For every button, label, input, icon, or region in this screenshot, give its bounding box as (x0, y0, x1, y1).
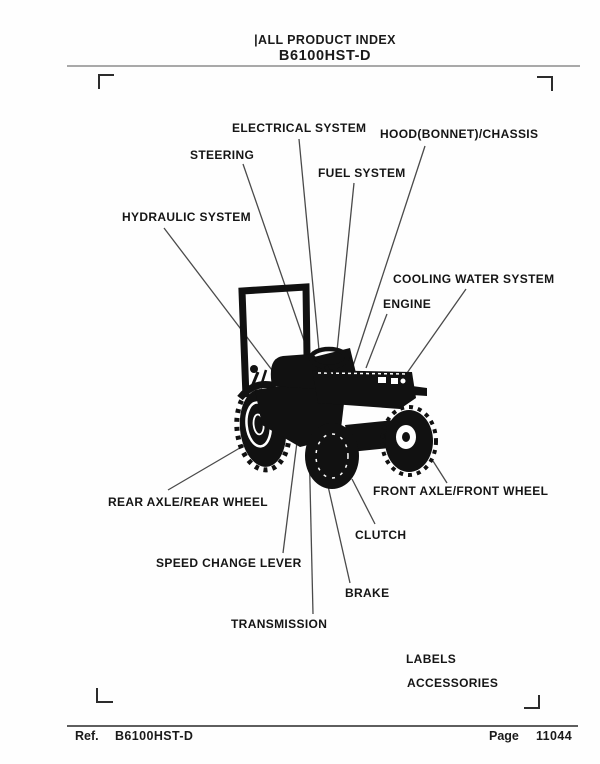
callout-rear-axle-rear-wheel: REAR AXLE/REAR WHEEL (108, 495, 268, 509)
callout-engine: ENGINE (383, 297, 432, 311)
front-wheel-far (380, 405, 438, 477)
callout-cooling-water-system: COOLING WATER SYSTEM (393, 272, 555, 286)
tractor-body (234, 283, 438, 489)
callout-clutch: CLUTCH (355, 528, 407, 542)
callout-electrical-system: ELECTRICAL SYSTEM (232, 121, 367, 135)
callout-labels: LABELS (406, 652, 457, 666)
header-model-code: B6100HST-D (278, 48, 372, 64)
callout-transmission: TRANSMISSION (231, 617, 328, 631)
header-index-title: |ALL PRODUCT INDEX (254, 33, 396, 47)
leader-rear-axle (167, 441, 251, 491)
leader-front-axle (432, 460, 448, 484)
header-rule (67, 65, 580, 67)
leader-hydraulic-system (163, 227, 279, 379)
leader-clutch (351, 478, 376, 525)
control-levers (249, 365, 268, 390)
leader-cooling-water-system (406, 288, 467, 374)
leader-steering (242, 163, 308, 350)
leader-brake (327, 485, 351, 584)
crop-mark-bottom-left (96, 688, 113, 703)
leader-fuel-system (336, 182, 355, 352)
page-header: |ALL PRODUCT INDEX B6100HST-D (254, 33, 396, 64)
hood (312, 370, 416, 409)
leader-engine (365, 313, 388, 369)
steering-wheel (308, 346, 350, 379)
callout-hydraulic-system: HYDRAULIC SYSTEM (122, 210, 251, 224)
headlight (400, 378, 406, 384)
callout-front-axle-front-wheel: FRONT AXLE/FRONT WHEEL (373, 484, 549, 498)
front-hitch (412, 386, 427, 396)
callout-brake: BRAKE (345, 586, 390, 600)
footer-rule (67, 725, 578, 727)
callout-steering: STEERING (190, 148, 255, 162)
leader-speed-change-lever (282, 441, 298, 554)
footer-ref-value: B6100HST-D (115, 729, 194, 743)
footer-page-value: 11044 (536, 729, 573, 743)
leader-lines (163, 138, 467, 615)
grille-detail (378, 377, 386, 383)
footer-page-label: Page (489, 729, 519, 743)
crop-mark-top-left (98, 74, 114, 89)
front-wheel-near (305, 423, 359, 489)
callout-accessories: ACCESSORIES (407, 676, 499, 690)
callout-speed-change-lever: SPEED CHANGE LEVER (156, 556, 302, 570)
grille-detail (391, 378, 398, 384)
leader-hood-chassis (352, 145, 426, 367)
seat (270, 354, 319, 389)
crop-mark-top-right (537, 76, 553, 91)
rops-bar (238, 283, 311, 398)
callout-fuel-system: FUEL SYSTEM (318, 166, 406, 180)
footer-ref-label: Ref. (75, 729, 99, 743)
leader-electrical-system (298, 138, 320, 351)
callout-hood-chassis: HOOD(BONNET)/CHASSIS (380, 127, 539, 141)
crop-mark-bottom-right (524, 695, 540, 709)
